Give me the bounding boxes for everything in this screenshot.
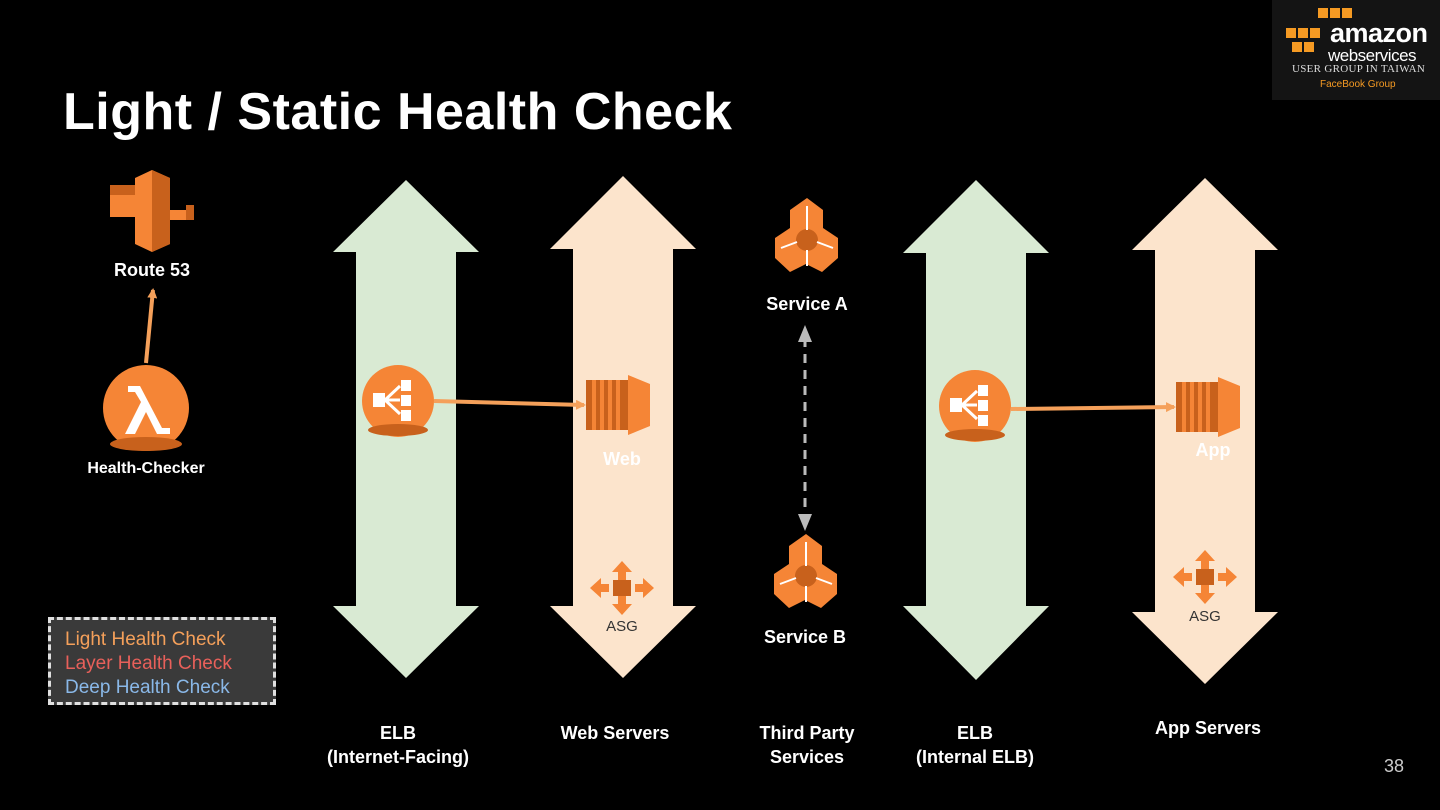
aws-user-group-logo: amazon webservices USER GROUP IN TAIWAN …: [1272, 0, 1440, 100]
app-servers-column-label: App Servers: [1155, 716, 1261, 740]
asg-web-label: ASG: [606, 618, 638, 635]
page-title: Light / Static Health Check: [63, 83, 733, 141]
elb-internal-label-line2: (Internal ELB): [915, 747, 1035, 767]
route53-label: Route 53: [113, 260, 191, 280]
ec2-web-icon: [586, 375, 650, 435]
service-b-label: Service B: [763, 627, 847, 647]
elb-internal-label-line1: ELB: [956, 723, 993, 743]
logo-webservices-text: webservices: [1328, 46, 1417, 65]
logo-cubes-icon: [1286, 8, 1352, 52]
asg-app-label: ASG: [1189, 608, 1221, 625]
service-a-icon: [775, 198, 838, 272]
legend-light-health-check: Light Health Check: [65, 629, 226, 650]
web-servers-label-line1: Web Servers: [560, 723, 670, 743]
elb-internet-label-line2: (Internet-Facing): [327, 747, 469, 767]
health-checker-label: Health-Checker: [87, 460, 205, 477]
third-party-label-line2: Services: [769, 747, 845, 767]
elb-internal-icon: [939, 370, 1011, 442]
route53-icon: [110, 170, 194, 252]
asg-app-icon: [1173, 550, 1237, 604]
web-label: Web: [603, 449, 641, 469]
logo-amazon-text: amazon: [1330, 18, 1428, 48]
service-b-icon: [774, 534, 837, 608]
elb-internet-icon: [362, 365, 434, 437]
lambda-icon: [103, 365, 189, 451]
legend-layer-health-check: Layer Health Check: [65, 653, 232, 674]
app-label: App: [1195, 440, 1231, 460]
legend-deep-health-check: Deep Health Check: [65, 677, 230, 698]
app-servers-label-line1: App Servers: [1154, 718, 1262, 738]
elb-internal-to-app-connector: [1010, 402, 1176, 413]
asg-web-icon: [590, 561, 654, 615]
elb-internal-column-label: ELB (Internal ELB): [916, 721, 1034, 769]
page-number: 38: [1384, 756, 1405, 776]
third-party-label-line1: Third Party: [759, 723, 855, 743]
elb-internet-column-label: ELB (Internet-Facing): [327, 721, 469, 769]
legend: Light Health Check Layer Health Check De…: [48, 617, 276, 705]
service-a-b-dashed-connector: [798, 325, 812, 531]
elb-to-web-connector: [433, 399, 586, 410]
service-a-label: Service A: [766, 294, 848, 314]
web-servers-column-label: Web Servers: [561, 721, 670, 745]
ec2-app-icon: [1176, 377, 1240, 437]
health-checker-to-route53-connector: [144, 288, 158, 364]
logo-facebook-group-text: FaceBook Group: [1320, 79, 1396, 90]
logo-user-group-text: USER GROUP IN TAIWAN: [1292, 63, 1426, 75]
third-party-column-label: Third Party Services: [759, 721, 854, 769]
elb-internet-label-line1: ELB: [380, 723, 416, 743]
